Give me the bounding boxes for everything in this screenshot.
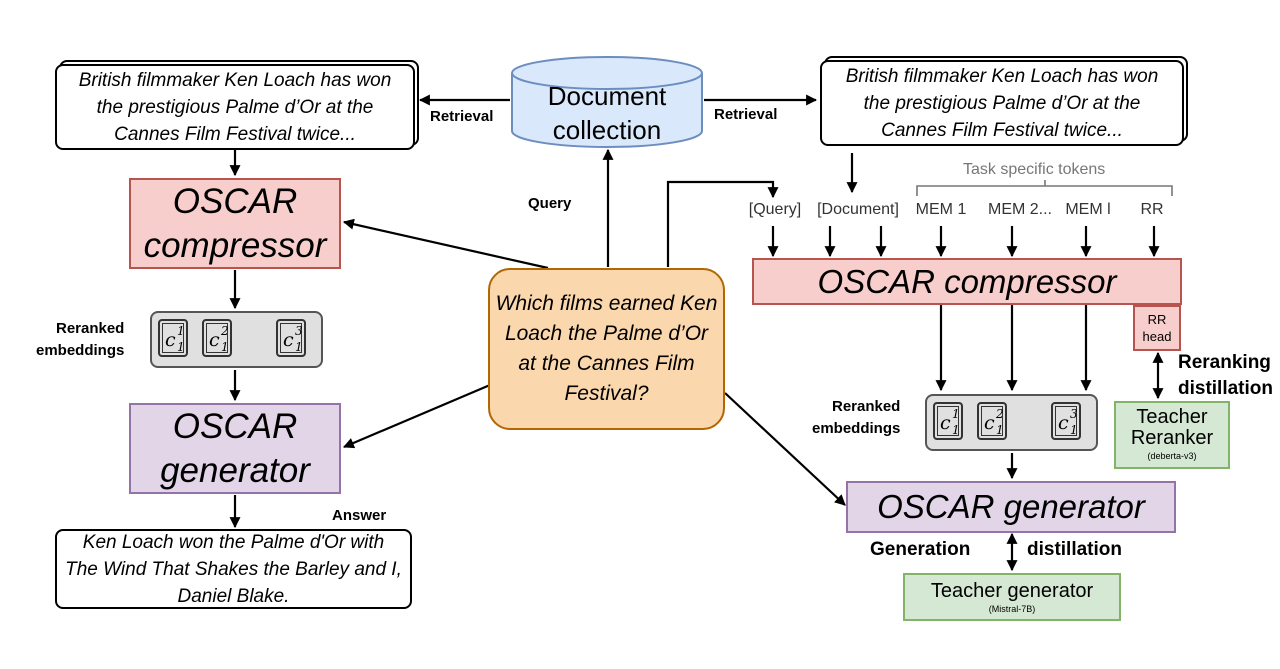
query-to-right-generator-arrow (724, 392, 846, 506)
question-box: Which films earned Ken Loach the Palme d… (488, 268, 725, 430)
token-mem-1: MEM 1 (915, 201, 967, 218)
token-mem-l: MEM l (1065, 201, 1111, 218)
oscar-compressor-right: OSCAR compressor (752, 258, 1182, 305)
document-collection-label: Document collection (547, 81, 667, 145)
oscar-compressor-left: OSCAR compressor (129, 178, 341, 269)
answer-box: Ken Loach won the Palme d'Or with The Wi… (55, 529, 412, 609)
oscar-generator-left: OSCAR generator (129, 403, 341, 494)
query-to-token-arrow (666, 180, 779, 267)
teacher-reranker-box: Teacher Reranker (deberta-v3) (1114, 401, 1230, 469)
query-to-left-compressor-arrow (342, 218, 549, 270)
task-specific-tokens-label: Task specific tokens (963, 161, 1106, 178)
reranked-embeddings-label-left: Reranked embeddings (36, 320, 125, 359)
token-rr: RR (1140, 201, 1164, 218)
token-document: [Document] (817, 201, 899, 218)
reranked-embeddings-label-right: Reranked embeddings (812, 398, 901, 437)
task-tokens-brace (916, 180, 1173, 196)
rr-head-box: RR head (1133, 305, 1181, 351)
reranking-distillation-label: Reranking distillation (1178, 352, 1273, 399)
retrieval-left-label: Retrieval (430, 108, 494, 125)
generation-label: Generation (870, 539, 971, 560)
generation-distillation-label: distillation (1027, 539, 1122, 560)
answer-label: Answer (332, 507, 387, 524)
query-to-left-generator-arrow (342, 383, 491, 449)
document-collection-cylinder (511, 56, 703, 148)
retrieved-document-right: British filmmaker Ken Loach has won the … (820, 60, 1184, 146)
retrieved-document-left: British filmmaker Ken Loach has won the … (55, 64, 415, 150)
token-query: [Query] (748, 201, 802, 218)
token-mem-2: MEM 2... (987, 201, 1053, 218)
oscar-generator-right: OSCAR generator (846, 481, 1176, 533)
teacher-generator-box: Teacher generator (Mistral-7B) (903, 573, 1121, 621)
query-label: Query (528, 195, 572, 212)
retrieval-right-label: Retrieval (714, 106, 778, 123)
